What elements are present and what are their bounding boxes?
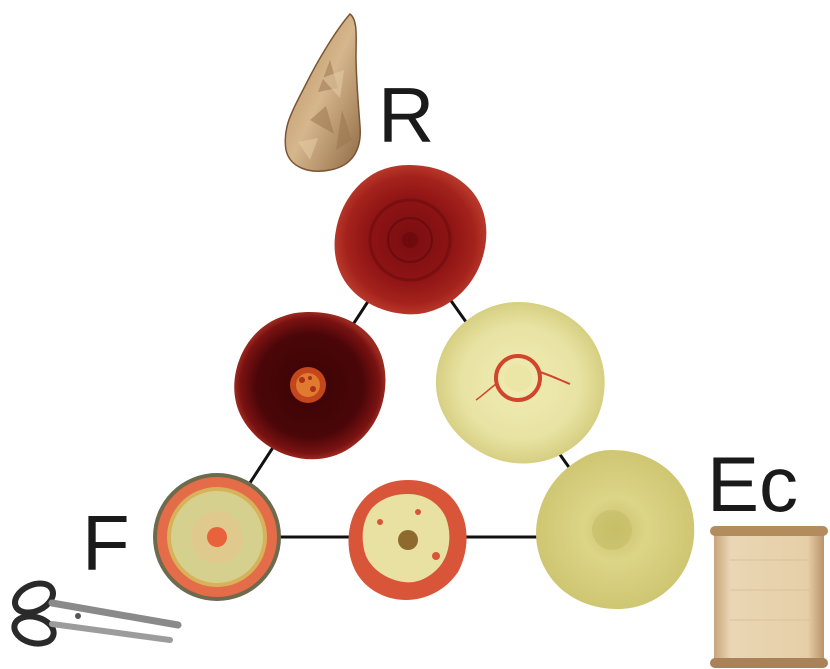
colony-bottom-mid: [349, 480, 467, 600]
colony-bottom-right: [536, 450, 694, 609]
label-ec: Ec: [707, 445, 798, 523]
parchment-scroll-icon: [710, 526, 828, 668]
colony-right-mid: [436, 302, 605, 464]
colony-apex: [335, 165, 487, 314]
scissors-icon: [10, 578, 178, 648]
colony-bottom-left: [153, 473, 281, 601]
arrowhead-stone-icon: [285, 14, 360, 171]
label-f: F: [82, 504, 130, 582]
label-r: R: [378, 76, 434, 154]
colony-left-mid: [234, 312, 385, 459]
